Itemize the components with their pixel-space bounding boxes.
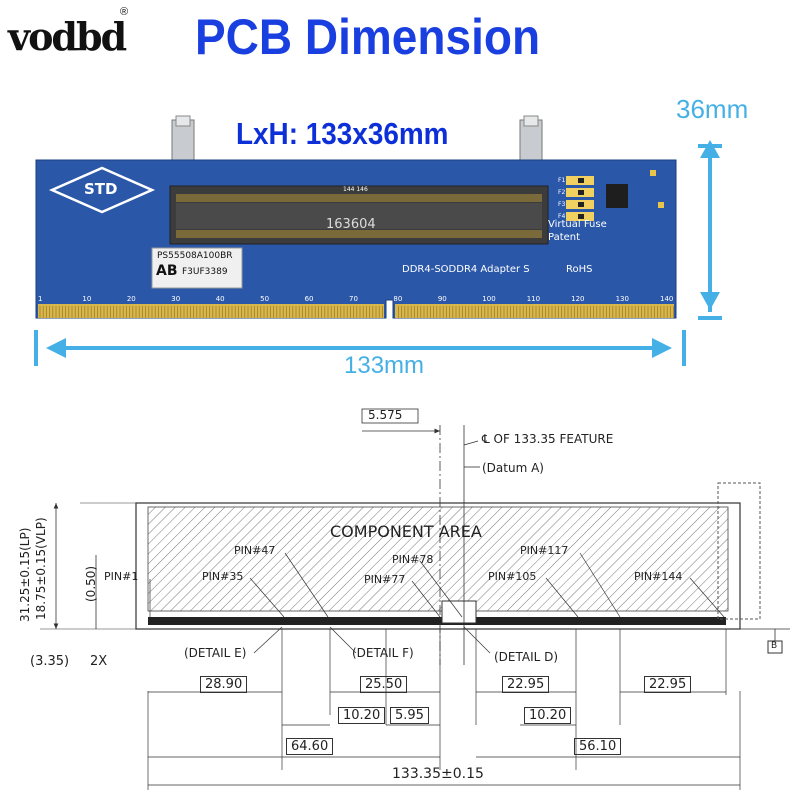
brand-logo: vodbd	[8, 14, 127, 59]
fuse-text-2: Patent	[548, 232, 581, 243]
fuse-label: F3	[558, 201, 566, 208]
dim-2550-label: 25.50	[360, 676, 408, 693]
pin-scale-number: 90	[437, 295, 447, 303]
silk-number: 163604	[326, 217, 376, 232]
dim-6460-label: 64.60	[286, 738, 334, 755]
fuse-label: F1	[558, 177, 566, 184]
registered-mark: ®	[120, 6, 129, 18]
pin-scale-number: 110	[526, 295, 541, 303]
detail-e-label: (DETAIL E)	[184, 646, 247, 660]
dim-2x-label: 2X	[90, 654, 108, 669]
gold-fingers-left	[38, 304, 384, 318]
pin-scale-number: 80	[393, 295, 403, 303]
pcb-photo	[34, 115, 722, 366]
pin-scale-number: 50	[260, 295, 270, 303]
component-area	[147, 506, 729, 612]
datum-b-label: B	[771, 641, 778, 651]
fuse-label: F2	[558, 189, 566, 196]
sticker-ab: AB	[156, 263, 178, 279]
pin-scale-number: 30	[171, 295, 181, 303]
pin-scale-number: 20	[126, 295, 136, 303]
sticker	[151, 247, 243, 289]
sticker-line-2: F3UF3389	[182, 267, 228, 277]
pin-scale-number: 120	[571, 295, 585, 303]
length-label: 133mm	[344, 352, 425, 379]
detail-f-label: (DETAIL F)	[352, 646, 414, 660]
std-logo	[48, 166, 156, 214]
sticker-line-1: PS55508A100BR	[157, 251, 233, 261]
pin-105-label: PIN#105	[488, 570, 537, 583]
component-area-label: COMPONENT AREA	[330, 522, 482, 541]
pin-77-label: PIN#77	[364, 573, 406, 586]
pin-144-label: PIN#144	[634, 570, 683, 583]
pin-scale-number: 70	[349, 295, 358, 303]
dim-5610-label: 56.10	[574, 738, 622, 755]
dim-total-label: 133.35±0.15	[392, 766, 484, 782]
height-label: 36mm	[676, 94, 749, 124]
pin-scale-number: 10	[82, 295, 92, 303]
dim-1020-right-label: 10.20	[524, 707, 572, 724]
centerline-note: ℄ OF 133.35 FEATURE	[482, 432, 614, 446]
pin-117-label: PIN#117	[520, 544, 569, 557]
dim-2890-label: 28.90	[200, 676, 248, 693]
detail-d-label: (DETAIL D)	[494, 650, 559, 664]
dim-050-label: (0.50)	[84, 565, 98, 602]
pin-35-label: PIN#35	[202, 570, 244, 583]
pin-47-label: PIN#47	[234, 544, 276, 557]
dim-595-label: 5.95	[390, 707, 429, 724]
pin-strip	[148, 617, 726, 625]
top-small-label: 144 146	[343, 186, 368, 193]
dim-1020-left-label: 10.20	[338, 707, 386, 724]
fuse-label: F4	[558, 213, 566, 220]
pin-scale-number: 60	[304, 295, 314, 303]
pin-1-label: PIN#1	[104, 570, 139, 583]
module-outline	[135, 502, 741, 630]
datum-a-note: (Datum A)	[482, 461, 544, 475]
size-label: LxH: 133x36mm	[236, 116, 449, 151]
dim-335-label: (3.35)	[30, 654, 70, 669]
top-dim-label: 5.575	[368, 408, 403, 422]
rohs-text: RoHS	[566, 264, 593, 275]
pin-scale-number: 100	[482, 295, 496, 303]
dim-lp-label: 31.25±0.15(LP)	[18, 527, 32, 622]
dim-vlp-label: 18.75±0.15(VLP)	[34, 517, 48, 620]
adapter-text: DDR4-SODDR4 Adapter S	[402, 264, 530, 275]
fuse-text-1: Virtual Fuse	[548, 219, 607, 230]
page-title: PCB Dimension	[195, 9, 541, 65]
pin-scale-number: 40	[215, 295, 225, 303]
std-logo-text: STD	[84, 180, 118, 198]
pin-scale-number: 140	[660, 295, 674, 303]
technical-drawing	[40, 408, 790, 790]
dim-2295-right-label: 22.95	[644, 676, 692, 693]
pin-78-label: PIN#78	[392, 553, 434, 566]
pin-scale-number: 130	[615, 295, 629, 303]
gold-fingers-right	[395, 304, 674, 318]
pin-scale-number: 1	[38, 295, 43, 303]
dim-2295-left-label: 22.95	[502, 676, 550, 693]
